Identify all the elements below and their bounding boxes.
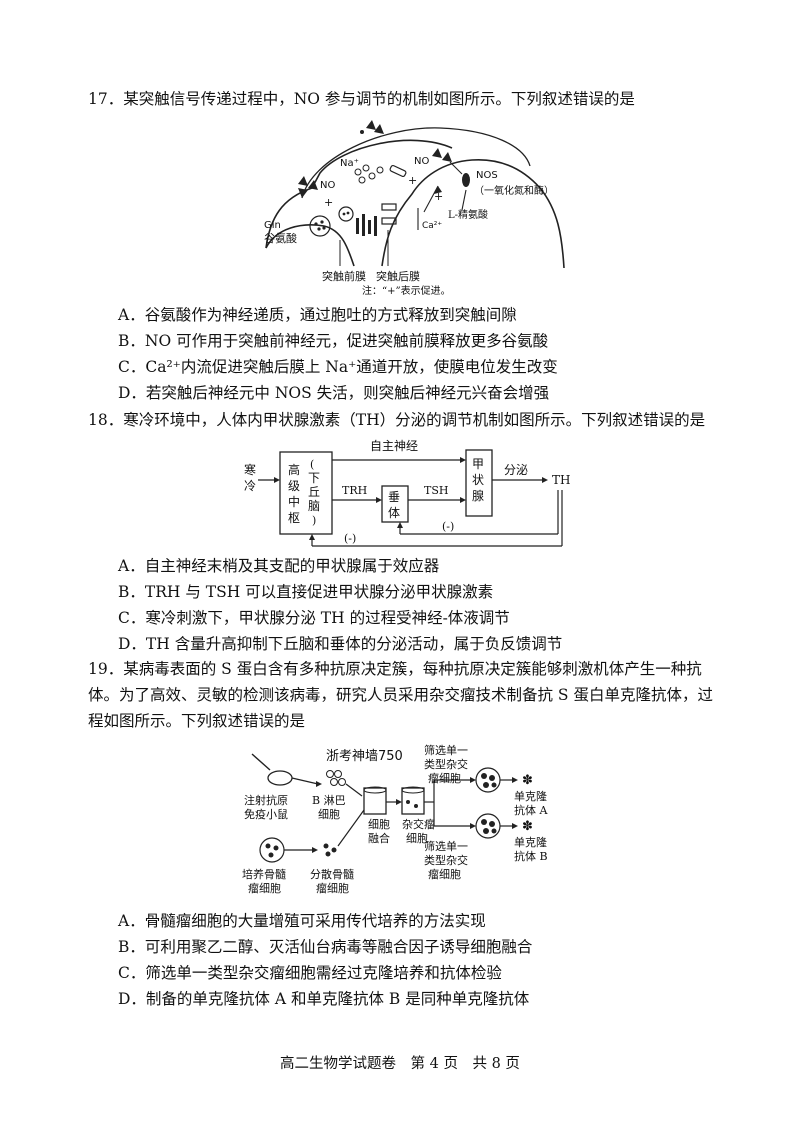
- label-hybrid-2: 细胞: [406, 832, 428, 845]
- antibody-b-icon: ✽: [522, 819, 533, 834]
- label-glutamate: 谷氨酸: [264, 231, 297, 245]
- question-18-stem: 18．寒冷环境中，人体内甲状腺激素（TH）分泌的调节机制如图所示。下列叙述错误的…: [88, 411, 706, 429]
- q18-option-c: C．寒冷刺激下，甲状腺分泌 TH 的过程受神经-体液调节: [118, 609, 510, 627]
- label-trh: TRH: [342, 484, 367, 497]
- q18-option-b: B．TRH 与 TSH 可以直接促进甲状腺分泌甲状腺激素: [118, 583, 494, 601]
- figure-thyroid-regulation: 寒 冷 高 级 中 枢 ( 下 丘 脑 ) 自主神经 TRH 垂: [232, 434, 582, 552]
- mouse-icon: [267, 770, 293, 786]
- label-presynaptic-membrane: 突触前膜: [322, 269, 366, 283]
- culture-dish-icon: [259, 837, 285, 863]
- label-na: Na⁺: [340, 158, 359, 169]
- question-17-stem: 17．某突触信号传递过程中，NO 参与调节的机制如图所示。下列叙述错误的是: [88, 90, 635, 108]
- label-minus-pituitary: (-): [442, 520, 454, 533]
- label-disperse-2: 瘤细胞: [316, 881, 349, 895]
- question-19-stem: 19．某病毒表面的 S 蛋白含有多种抗原决定簇，每种抗原决定簇能够刺激机体产生一…: [88, 660, 713, 730]
- center-char-4: 枢: [288, 510, 300, 525]
- figure-synapse: Na⁺ NO NOS （一氧化氮和酶） + + NO +: [262, 118, 568, 298]
- cell-cluster-a-icon: [475, 767, 501, 793]
- q17-option-d: D．若突触后神经元中 NOS 失活，则突触后神经元兴奋会增强: [118, 384, 550, 402]
- figure-hybridoma: 注射抗原 免疫小鼠 B 淋巴 细胞 浙考神墙750 细胞 融合 杂交瘤 细胞: [238, 740, 568, 898]
- label-nos: NOS: [476, 170, 498, 181]
- q19-option-d: D．制备的单克隆抗体 A 和单克隆抗体 B 是同种单克隆抗体: [118, 990, 530, 1008]
- label-screen-top-2: 类型杂交: [424, 757, 468, 771]
- label-bcell-1: B 淋巴: [312, 794, 346, 807]
- syringe-icon: [251, 753, 271, 771]
- label-culture-2: 瘤细胞: [248, 881, 281, 895]
- pit-char-2: 体: [388, 506, 400, 520]
- label-cold-1: 寒: [244, 462, 256, 477]
- label-nos-note: （一氧化氮和酶）: [474, 184, 554, 197]
- plus-sign-2: +: [408, 174, 417, 187]
- arrow-head-icon: [298, 188, 308, 198]
- vesicle-icon: [309, 215, 331, 237]
- q18-option-a: A．自主神经末梢及其支配的甲状腺属于效应器: [118, 557, 440, 575]
- q17-option-b: B．NO 可作用于突触前神经元，促进突触前膜释放更多谷氨酸: [118, 332, 549, 350]
- antibody-a-icon: ✽: [522, 773, 533, 788]
- label-fuse-2: 融合: [368, 831, 390, 845]
- box-pituitary: [381, 485, 409, 523]
- label-tsh: TSH: [424, 484, 448, 497]
- hypo-char-3: 丘: [308, 485, 320, 499]
- label-mab-a-2: 抗体 A: [514, 803, 548, 817]
- label-l-arginine: L-精氨酸: [448, 208, 488, 221]
- label-ca: Ca²⁺: [422, 221, 442, 231]
- label-hybrid-1: 杂交瘤: [402, 817, 435, 831]
- pit-char-1: 垂: [388, 490, 400, 504]
- hypo-char-2: 下: [308, 471, 320, 485]
- label-bcell-2: 细胞: [318, 808, 340, 821]
- label-secrete: 分泌: [504, 463, 528, 477]
- label-th: TH: [552, 473, 570, 487]
- page-footer: 高二生物学试题卷 第 4 页 共 8 页: [280, 1056, 520, 1072]
- label-inject: 注射抗原: [244, 793, 288, 807]
- nos-icon: [462, 173, 470, 187]
- plus-sign: +: [434, 190, 443, 203]
- cell-cluster-b-icon: [475, 813, 501, 839]
- center-char-2: 级: [288, 479, 300, 493]
- q17-option-c: C．Ca²⁺内流促进突触后膜上 Na⁺通道开放，使膜电位发生改变: [118, 358, 558, 376]
- center-char-1: 高: [288, 462, 300, 477]
- hypo-char-1: (: [310, 458, 314, 471]
- center-char-3: 中: [288, 494, 300, 509]
- label-gln: Gln: [264, 220, 281, 231]
- label-screen-top-1: 筛选单一: [424, 743, 468, 757]
- label-mab-b-1: 单克隆: [514, 835, 547, 849]
- label-no-post: NO: [414, 156, 429, 167]
- label-screen-bot-1: 筛选单一: [424, 839, 468, 853]
- label-mab-a-1: 单克隆: [514, 789, 547, 803]
- label-screen-bot-3: 瘤细胞: [428, 867, 461, 881]
- label-autonomic-nerve: 自主神经: [370, 439, 418, 453]
- label-cold-2: 冷: [244, 479, 256, 493]
- box-thyroid: [465, 449, 493, 517]
- plus-sign-3: +: [324, 196, 333, 209]
- beaker-fusion-icon: [363, 787, 387, 815]
- label-screen-bot-2: 类型杂交: [424, 853, 468, 867]
- label-fuse-1: 细胞: [368, 818, 390, 831]
- label-screen-top-3: 瘤细胞: [428, 771, 461, 785]
- q18-option-d: D．TH 含量升高抑制下丘脑和垂体的分泌活动，属于负反馈调节: [118, 635, 563, 653]
- thy-char-1: 甲: [472, 457, 484, 471]
- beaker-hybrid-icon: [401, 787, 425, 815]
- q17-option-a: A．谷氨酸作为神经递质，通过胞吐的方式释放到突触间隙: [118, 306, 517, 324]
- thy-char-3: 腺: [472, 489, 484, 503]
- label-no-pre: NO: [320, 180, 335, 191]
- q19-option-c: C．筛选单一类型杂交瘤细胞需经过克隆培养和抗体检验: [118, 964, 502, 982]
- hypo-char-5: ): [312, 514, 316, 527]
- q19-option-b: B．可利用聚乙二醇、灭活仙台病毒等融合因子诱导细胞融合: [118, 938, 533, 956]
- label-postsynaptic-membrane: 突触后膜: [376, 269, 420, 283]
- q19-option-a: A．骨髓瘤细胞的大量增殖可采用传代培养的方法实现: [118, 912, 486, 930]
- watermark: 浙考神墙750: [326, 749, 403, 764]
- label-mouse: 免疫小鼠: [244, 807, 288, 821]
- label-disperse-1: 分散骨髓: [310, 867, 354, 881]
- hypo-char-4: 脑: [308, 499, 320, 513]
- box-higher-center: [279, 451, 333, 535]
- label-mab-b-2: 抗体 B: [514, 849, 548, 863]
- thy-char-2: 状: [472, 473, 484, 487]
- label-culture-1: 培养骨髓: [242, 867, 286, 881]
- label-minus-hypothalamus: (-): [344, 532, 356, 545]
- figure-note: 注：“+”表示促进。: [362, 284, 451, 297]
